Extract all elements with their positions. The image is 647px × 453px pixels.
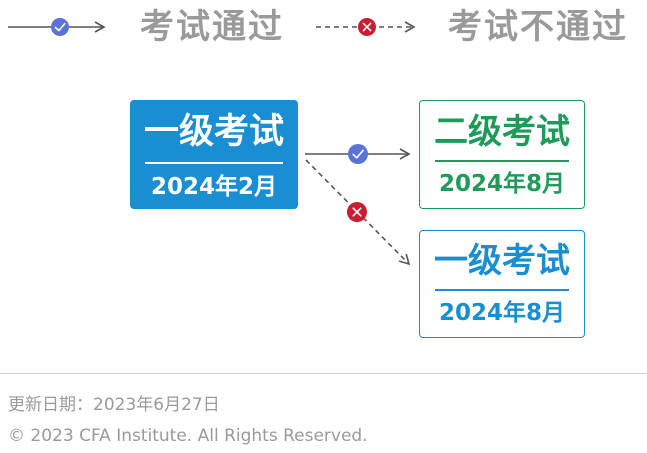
- box-title: 一级考试: [434, 241, 570, 281]
- box-divider: [434, 160, 570, 162]
- pass-check-icon: [348, 144, 368, 164]
- box-date: 2024年8月: [438, 170, 566, 197]
- box-date: 2024年2月: [150, 173, 278, 200]
- legend-fail-label: 考试不通过: [448, 7, 628, 47]
- box-title: 二级考试: [434, 112, 570, 152]
- footer-divider: [0, 373, 647, 374]
- fail-cross-icon: [347, 202, 367, 222]
- copyright-notice: © 2023 CFA Institute. All Rights Reserve…: [8, 426, 368, 446]
- box-date: 2024年8月: [438, 299, 566, 326]
- level1-exam-feb-box: 一级考试 2024年2月: [130, 100, 298, 209]
- legend-cross-icon: [358, 18, 376, 36]
- update-date: 更新日期：2023年6月27日: [8, 395, 220, 415]
- level1-exam-aug-box: 一级考试 2024年8月: [419, 230, 585, 338]
- level2-exam-aug-box: 二级考试 2024年8月: [419, 100, 585, 209]
- box-divider: [145, 162, 283, 164]
- legend-check-icon: [51, 18, 69, 36]
- box-title: 一级考试: [143, 112, 284, 152]
- legend-pass-label: 考试通过: [140, 7, 284, 47]
- box-divider: [434, 289, 570, 291]
